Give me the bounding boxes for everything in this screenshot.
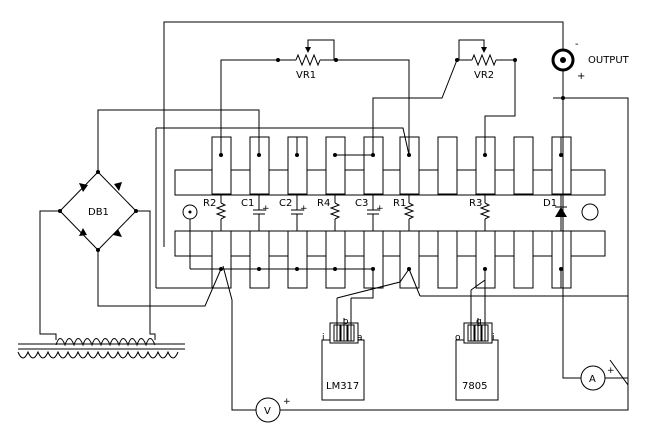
r7805-pin-g: g — [476, 317, 482, 327]
upper-terminal-strip — [174, 136, 606, 196]
output-label: OUTPUT — [588, 55, 630, 66]
potentiometer-vr1 — [276, 39, 338, 67]
label-c3: C3 — [355, 198, 368, 209]
voltmeter-label: V — [264, 406, 271, 417]
label-r2: R2 — [203, 198, 216, 209]
label-vr2: VR2 — [474, 70, 494, 81]
c3-plus-sign: + — [376, 204, 384, 214]
potentiometer-vr2 — [455, 39, 517, 67]
mounting-hole-right — [581, 203, 599, 221]
lm317-pin-a: a — [357, 333, 363, 343]
resistor-r1 — [403, 194, 415, 231]
label-c1: C1 — [241, 198, 254, 209]
label-c2: C2 — [279, 198, 292, 209]
regulator-7805 — [455, 290, 499, 401]
ammeter-label: A — [589, 374, 596, 385]
label-r3: R3 — [469, 198, 482, 209]
capacitor-c3 — [367, 194, 379, 231]
regulator-lm317 — [321, 298, 365, 401]
label-db1: DB1 — [88, 207, 109, 218]
lm317-pin-o: o — [343, 317, 349, 327]
lm317-label: LM317 — [326, 381, 359, 392]
label-r1: R1 — [393, 198, 406, 209]
label-vr1: VR1 — [296, 70, 316, 81]
ammeter-plus-sign: + — [607, 366, 615, 376]
capacitor-c1 — [253, 194, 265, 231]
resistor-r4 — [329, 194, 341, 231]
resistor-r3 — [479, 194, 491, 231]
c2-plus-sign: + — [300, 204, 308, 214]
junction-dots — [219, 96, 565, 271]
c1-plus-sign: + — [262, 204, 270, 214]
capacitor-c2 — [291, 194, 303, 231]
r7805-pin-o: o — [455, 333, 461, 343]
output-minus-sign: - — [575, 39, 579, 50]
label-r4: R4 — [317, 198, 330, 209]
wiring — [39, 21, 629, 411]
r7805-pin-i: i — [492, 333, 495, 343]
resistor-r2 — [215, 194, 227, 231]
voltmeter-plus-sign: + — [283, 397, 291, 407]
lower-terminal-strip — [174, 230, 606, 289]
regulator-7805-label: 7805 — [462, 381, 487, 392]
output-terminal — [551, 48, 575, 72]
transformer — [17, 338, 185, 359]
label-d1: D1 — [543, 198, 557, 209]
lm317-pin-i: i — [322, 333, 325, 343]
diode-d1 — [555, 194, 567, 231]
output-plus-sign: + — [577, 71, 585, 82]
